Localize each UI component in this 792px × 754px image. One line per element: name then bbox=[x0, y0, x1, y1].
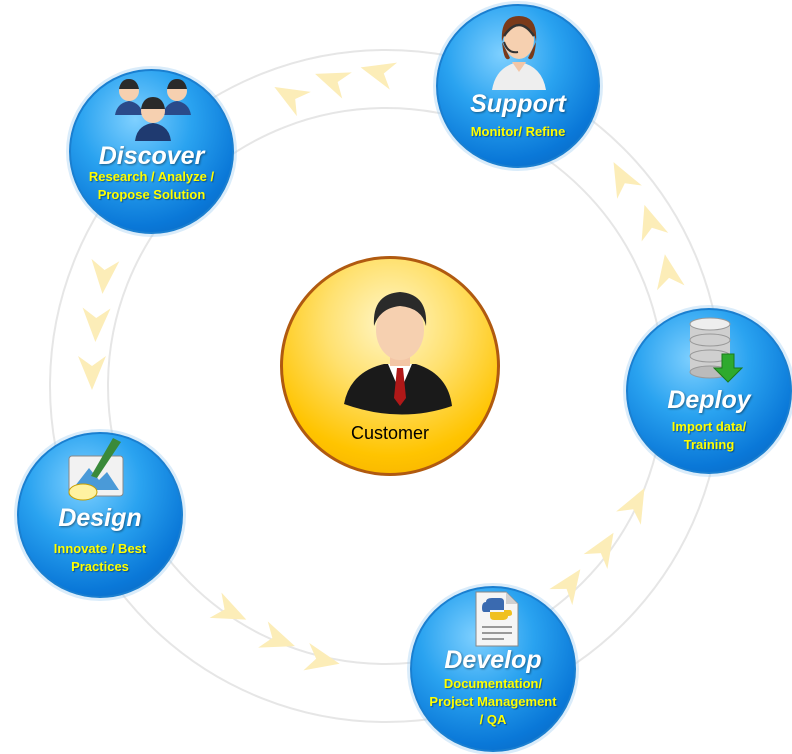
businessman-icon bbox=[344, 292, 452, 415]
support-subtitle: Monitor/ Refine bbox=[470, 124, 566, 139]
python-document-icon bbox=[475, 591, 519, 647]
flow-arrow bbox=[303, 642, 340, 671]
customer-node[interactable]: Customer bbox=[280, 256, 500, 476]
design-title: Design bbox=[58, 504, 142, 532]
flow-arrow bbox=[583, 532, 614, 569]
flow-arrow bbox=[656, 254, 685, 291]
design-subtitle: Innovate / Best Practices bbox=[53, 541, 147, 574]
team-icon bbox=[115, 79, 191, 141]
database-icon bbox=[689, 317, 744, 383]
flow-arrow bbox=[78, 356, 106, 390]
develop-title: Develop bbox=[444, 646, 542, 674]
flow-arrow bbox=[360, 62, 398, 90]
flow-arrow bbox=[315, 72, 352, 99]
develop-subtitle: Documentation/ Project Management / QA bbox=[429, 676, 557, 727]
flow-arrow bbox=[258, 621, 295, 648]
flow-arrow bbox=[82, 307, 111, 342]
flow-arrows bbox=[78, 62, 685, 671]
support-title: Support bbox=[470, 90, 566, 118]
flow-arrow bbox=[616, 488, 645, 525]
flow-arrow bbox=[274, 87, 311, 117]
support-node[interactable]: Support Monitor/ Refine bbox=[436, 4, 600, 168]
flow-arrow bbox=[613, 162, 642, 199]
support-agent-icon bbox=[492, 16, 546, 90]
discover-title: Discover bbox=[98, 142, 205, 170]
deploy-subtitle: Import data/ Training bbox=[671, 419, 747, 452]
flow-arrow bbox=[209, 592, 247, 620]
design-node[interactable]: Design Innovate / Best Practices bbox=[17, 432, 183, 598]
flow-arrow bbox=[91, 258, 120, 294]
flow-arrow bbox=[641, 204, 669, 242]
discover-subtitle: Research / Analyze / Propose Solution bbox=[88, 169, 215, 202]
develop-node[interactable]: Develop Documentation/ Project Managemen… bbox=[410, 586, 576, 752]
discover-node[interactable]: Discover Research / Analyze / Propose So… bbox=[69, 69, 234, 234]
flow-arrow bbox=[549, 569, 581, 606]
deploy-title: Deploy bbox=[667, 386, 751, 414]
deploy-node[interactable]: Deploy Import data/ Training bbox=[626, 308, 792, 474]
customer-label: Customer bbox=[350, 423, 430, 443]
paint-palette-icon bbox=[68, 438, 124, 501]
